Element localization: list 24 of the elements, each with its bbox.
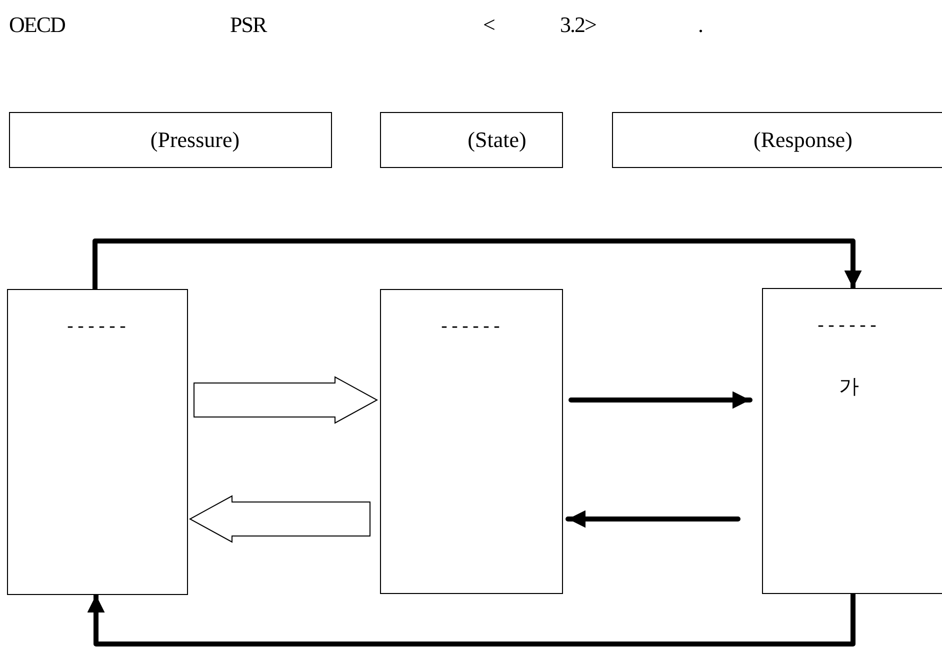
header-box [612, 112, 942, 168]
box-label: 가 [839, 373, 859, 400]
placeholder-dashes: ------ [441, 316, 504, 337]
heading-text: < [483, 12, 494, 38]
arrow [87, 592, 856, 646]
component-box [7, 289, 188, 595]
arrow [568, 391, 752, 409]
placeholder-dashes: ------ [67, 316, 130, 337]
arrow [566, 510, 740, 528]
box-label: (Pressure) [150, 127, 240, 153]
header-box [380, 112, 563, 168]
block-arrow [194, 376, 378, 424]
box-label: (Response) [754, 127, 852, 153]
placeholder-dashes: ------ [818, 315, 880, 336]
heading-text: . [698, 12, 702, 38]
component-box [762, 288, 942, 594]
component-box [380, 289, 563, 594]
heading-text: PSR [230, 12, 266, 38]
header-box [9, 112, 332, 168]
box-label: (State) [468, 127, 526, 153]
arrow [92, 238, 862, 292]
heading-text: OECD [9, 12, 65, 38]
block-arrow [188, 495, 370, 543]
heading-text: 3.2> [560, 12, 596, 38]
